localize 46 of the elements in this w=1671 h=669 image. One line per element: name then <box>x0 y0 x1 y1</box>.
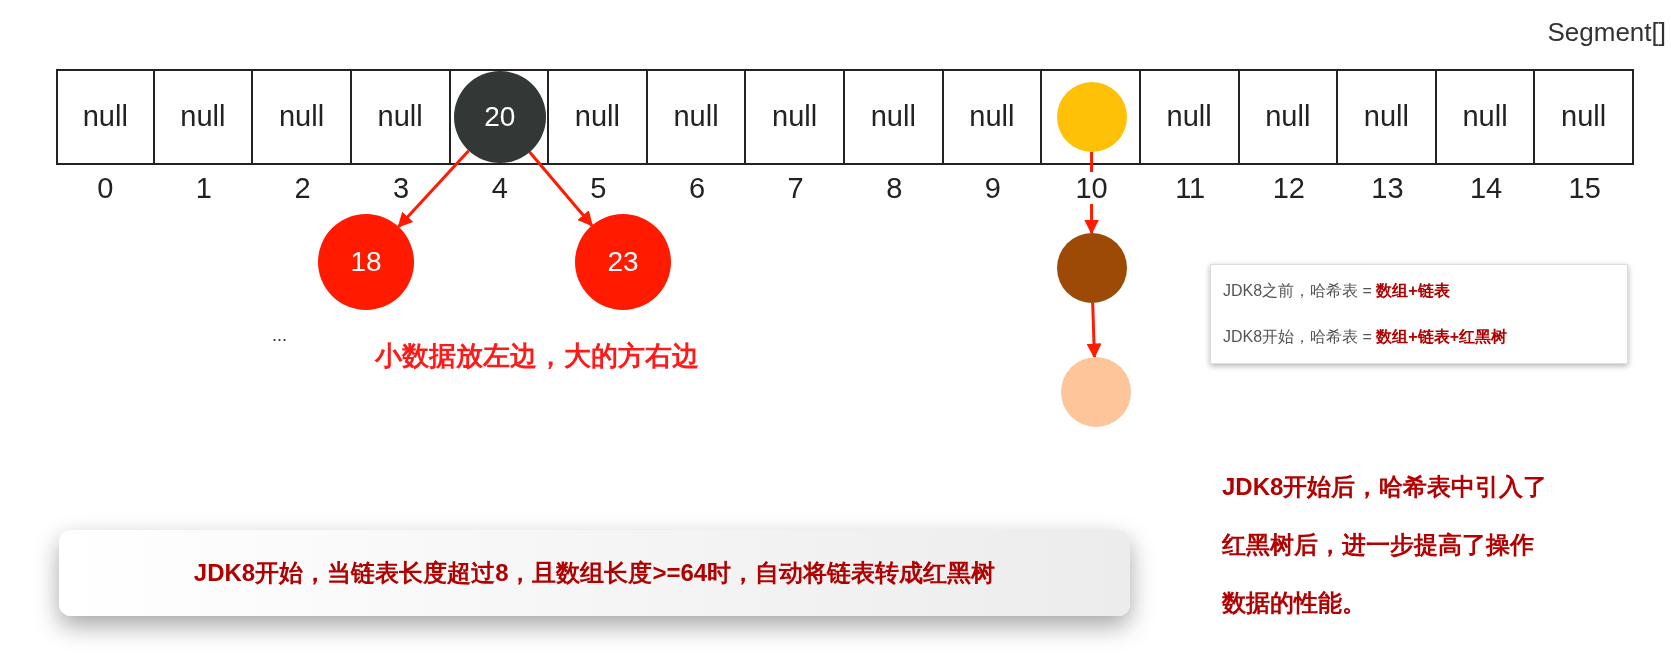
index-number: 1 <box>195 172 212 204</box>
array-title: Segment[] <box>1547 16 1666 49</box>
ellipsis: ... <box>272 324 287 347</box>
index-number: 0 <box>97 172 114 204</box>
null-value: null <box>1561 99 1607 135</box>
index-number: 13 <box>1371 172 1404 204</box>
null-value: null <box>772 99 818 135</box>
index-number: 2 <box>294 172 311 204</box>
arrow <box>1086 302 1102 359</box>
index-number: 7 <box>787 172 804 204</box>
index-number: 4 <box>491 172 508 204</box>
index-number: 12 <box>1272 172 1305 204</box>
index-number: 14 <box>1469 172 1503 204</box>
null-value: null <box>1363 99 1409 135</box>
index-number: 5 <box>590 172 607 204</box>
null-value: null <box>574 99 620 135</box>
arrow <box>528 151 594 227</box>
note-text: JDK8开始后，哈希表中引入了红黑树后，进一步提高了操作数据的性能。 <box>1222 472 1548 618</box>
info-text: JDK8之前，哈希表 = 数组+链表 <box>1223 281 1451 301</box>
banner-card <box>59 530 1130 616</box>
null-value: null <box>279 99 325 135</box>
node-value: 20 <box>484 100 516 134</box>
node-value: 18 <box>350 245 382 279</box>
banner-text: JDK8开始，当链表长度超过8，且数组长度>=64时，自动将链表转成红黑树 <box>193 558 996 588</box>
info-text: JDK8开始，哈希表 = 数组+链表+红黑树 <box>1223 327 1509 347</box>
null-value: null <box>180 99 226 135</box>
index-number: 10 <box>1075 172 1108 204</box>
index-number: 11 <box>1175 172 1206 204</box>
null-value: null <box>377 99 423 135</box>
null-value: null <box>673 99 719 135</box>
null-value: null <box>1265 99 1311 135</box>
note-text: 小数据放左边，大的方右边 <box>375 340 699 373</box>
info-card <box>1210 264 1628 364</box>
index-number: 3 <box>393 172 410 204</box>
array-cell <box>56 71 155 163</box>
null-value: null <box>870 99 916 135</box>
index-number: 15 <box>1568 172 1601 204</box>
null-value: null <box>82 99 128 135</box>
node-value: 23 <box>607 245 639 279</box>
null-value: null <box>1462 99 1508 135</box>
index-number: 9 <box>984 172 1001 204</box>
index-number: 6 <box>689 172 706 204</box>
null-value: null <box>1166 99 1212 135</box>
arrow <box>397 149 470 228</box>
index-number: 8 <box>886 172 903 204</box>
null-value: null <box>969 99 1015 135</box>
